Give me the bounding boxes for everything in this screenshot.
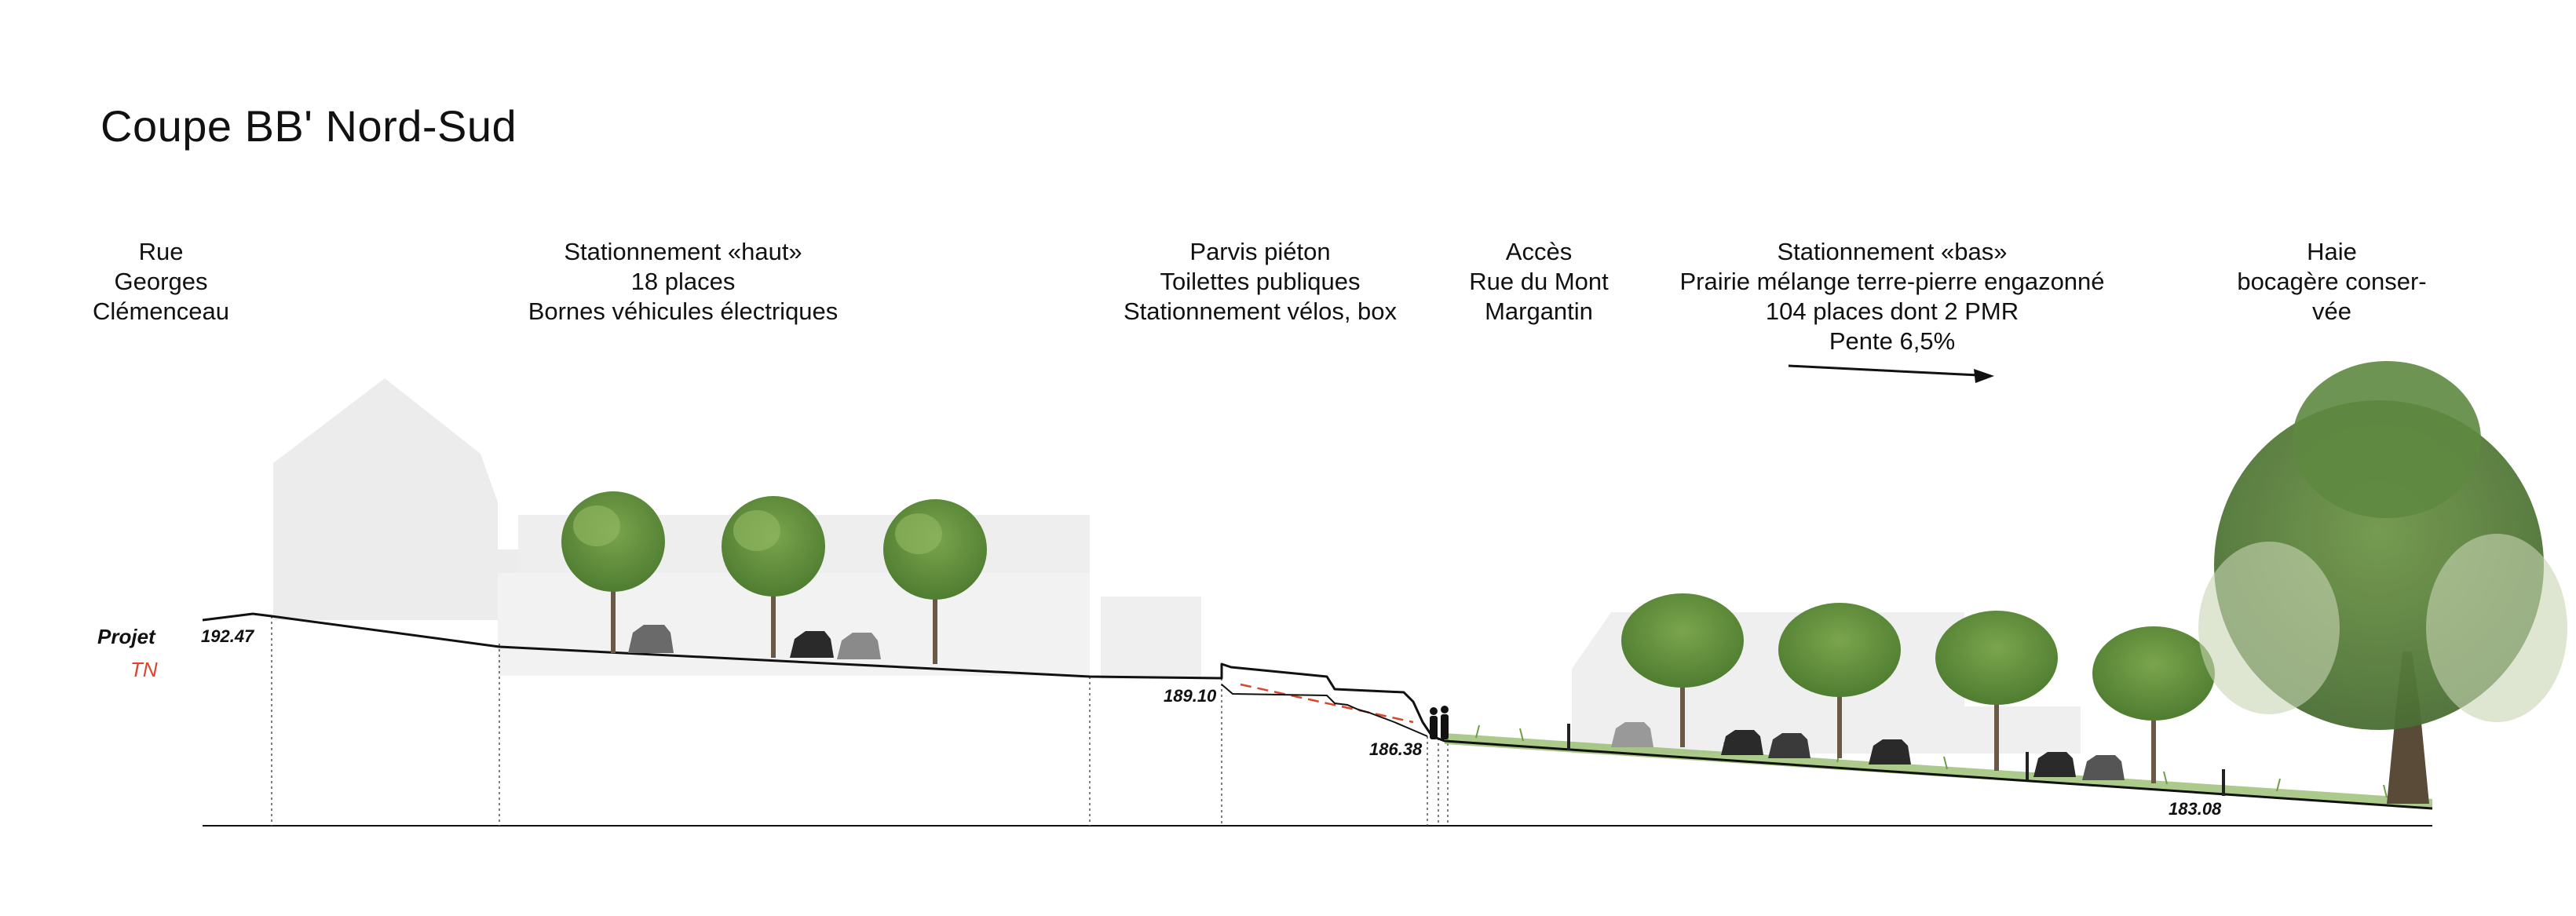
car: [1768, 733, 1811, 758]
stair-underside: [1221, 684, 1428, 737]
elevation-label-1: 192.47: [201, 626, 254, 646]
legend-tn: TN: [130, 658, 158, 681]
zone-label-stationnement-bas: Stationnement «bas»Prairie mélange terre…: [1679, 238, 2105, 355]
car: [1611, 722, 1653, 747]
cars-haut: [628, 625, 881, 659]
tree-bas-1: [1621, 593, 1744, 747]
elevation-label-4: 183.08: [2169, 799, 2222, 819]
tree-haut-3: [883, 499, 987, 664]
car: [790, 631, 834, 658]
car: [2082, 755, 2125, 780]
car: [2033, 752, 2076, 777]
tree-haut-1: [561, 491, 665, 653]
slope-arrow: [1788, 364, 1994, 383]
car: [628, 625, 674, 653]
page-title: Coupe BB' Nord-Sud: [100, 101, 517, 151]
bollards: [1567, 724, 2225, 796]
section-markers: [271, 616, 1449, 826]
tree-bas-2: [1778, 603, 1901, 758]
grass-strip: [1445, 733, 2432, 808]
car: [1721, 730, 1763, 755]
tree-bas-3: [1935, 611, 2058, 771]
elevation-label-2: 189.10: [1164, 686, 1217, 706]
car: [837, 633, 881, 659]
project-ground-line: [202, 612, 2433, 810]
tn-line: [1240, 683, 1414, 724]
tree-haut-2: [722, 496, 825, 658]
tree-bas-4: [2092, 626, 2215, 783]
building-block-small: [1101, 597, 1201, 679]
tree-haie-bocagere: [2198, 361, 2567, 804]
house-silhouette: [273, 378, 498, 620]
car: [1869, 739, 1911, 765]
pedestrians: [1430, 706, 1449, 739]
background-buildings: [273, 378, 2081, 754]
legend-projet: Projet: [97, 625, 155, 648]
elevation-label-3: 186.38: [1369, 739, 1423, 759]
cars-bas: [1611, 722, 2125, 780]
